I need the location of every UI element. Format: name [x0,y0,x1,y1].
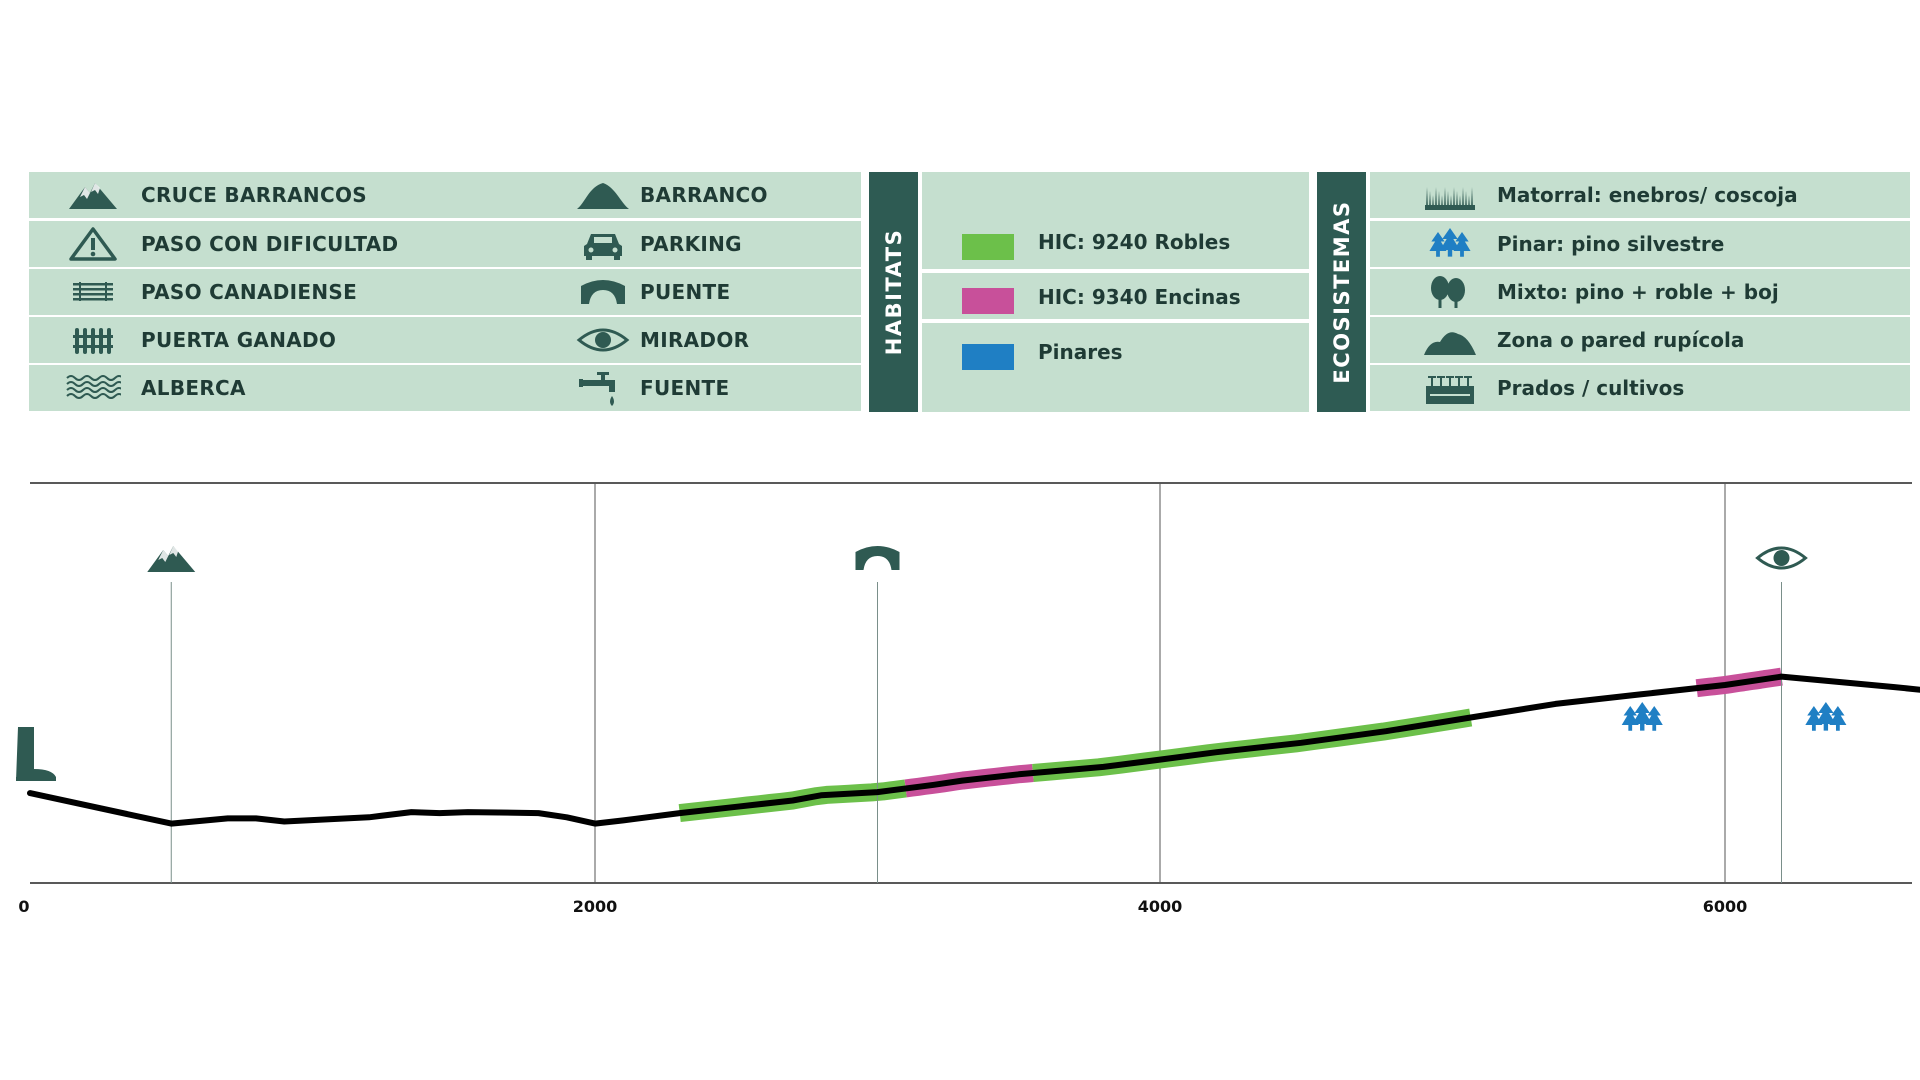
water-tap-icon [575,370,631,406]
legend-row: ALBERCA FUENTE [29,365,861,411]
elevation-line [27,673,1920,827]
ecosystem-label: Zona o pared rupícola [1497,328,1745,352]
legend-row: PASO CON DIFICULTAD PARKING [29,221,861,267]
legend-label: ALBERCA [141,376,246,400]
legend-label: FUENTE [640,376,730,400]
field-crops-icon [1422,370,1478,406]
legend-label: MIRADOR [640,328,750,352]
habitats-title: HABITATS [881,228,906,356]
legend-label: PUENTE [640,280,731,304]
habitats-legend: HABITATS HIC: 9240 Robles HIC: 9340 Enci… [869,172,1309,412]
eye-icon [575,322,631,358]
legend-label: BARRANCO [640,183,768,207]
water-waves-icon [65,370,121,406]
pinares-swatch [962,344,1014,370]
legend-row: PASO CANADIENSE PUENTE [29,269,861,315]
encinas-swatch [962,288,1014,314]
mountain-peak-icon [65,177,121,213]
legend-row: CRUCE BARRANCOS BARRANCO [29,172,861,218]
robles-swatch [962,234,1014,260]
ecosystem-row: Mixto: pino + roble + boj [1370,269,1910,315]
eye-icon [1755,546,1808,570]
pine-trees-icon [1805,702,1847,731]
x-tick-label: 4000 [1138,897,1183,916]
x-tick-label: 6000 [1703,897,1748,916]
car-icon [575,226,631,262]
pine-trees-icon [1621,702,1663,731]
ecosystem-label: Prados / cultivos [1497,376,1685,400]
gate-icon [65,322,121,358]
pine-trees-icon [1422,226,1478,262]
legend-label: PASO CON DIFICULTAD [141,232,399,256]
ecosystem-row: Prados / cultivos [1370,365,1910,411]
bridge-arch-icon [855,546,900,570]
mixed-trees-icon [1422,274,1478,310]
ecosystem-row: Matorral: enebros/ coscoja [1370,172,1910,218]
cattle-grid-icon [65,274,121,310]
habitat-label-encinas: HIC: 9340 Encinas [1038,285,1241,309]
mountain-peak-icon [147,546,196,572]
ravine-hill-icon [575,177,631,213]
ecosistemas-tab: ECOSISTEMAS [1317,172,1366,412]
elevation-profile-chart: 020004000600080001000012000 [16,482,1920,916]
ecosystem-row: Zona o pared rupícola [1370,317,1910,363]
x-tick-label: 2000 [573,897,618,916]
ecosystem-label: Pinar: pino silvestre [1497,232,1725,256]
ecosystem-row: Pinar: pino silvestre [1370,221,1910,267]
legend-label: PARKING [640,232,742,256]
shrub-grass-icon [1422,177,1478,213]
legend-label: CRUCE BARRANCOS [141,183,367,207]
ecosystem-label: Mixto: pino + roble + boj [1497,280,1779,304]
habitat-label-pinares: Pinares [1038,340,1123,364]
bridge-arch-icon [575,274,631,310]
legend-label: PASO CANADIENSE [141,280,358,304]
legend-row: PUERTA GANADO MIRADOR [29,317,861,363]
ecosystem-label: Matorral: enebros/ coscoja [1497,183,1798,207]
symbols-legend: CRUCE BARRANCOS BARRANCO PASO CON DIFICULT… [29,172,861,412]
rock-mounds-icon [1422,322,1478,358]
boot-icon [16,727,56,781]
x-tick-label: 0 [18,897,29,916]
habitats-tab: HABITATS [869,172,918,412]
ecosistemas-title: ECOSISTEMAS [1329,200,1354,384]
warning-triangle-icon [65,226,121,262]
habitat-label-robles: HIC: 9240 Robles [1038,230,1231,254]
legend-label: PUERTA GANADO [141,328,337,352]
